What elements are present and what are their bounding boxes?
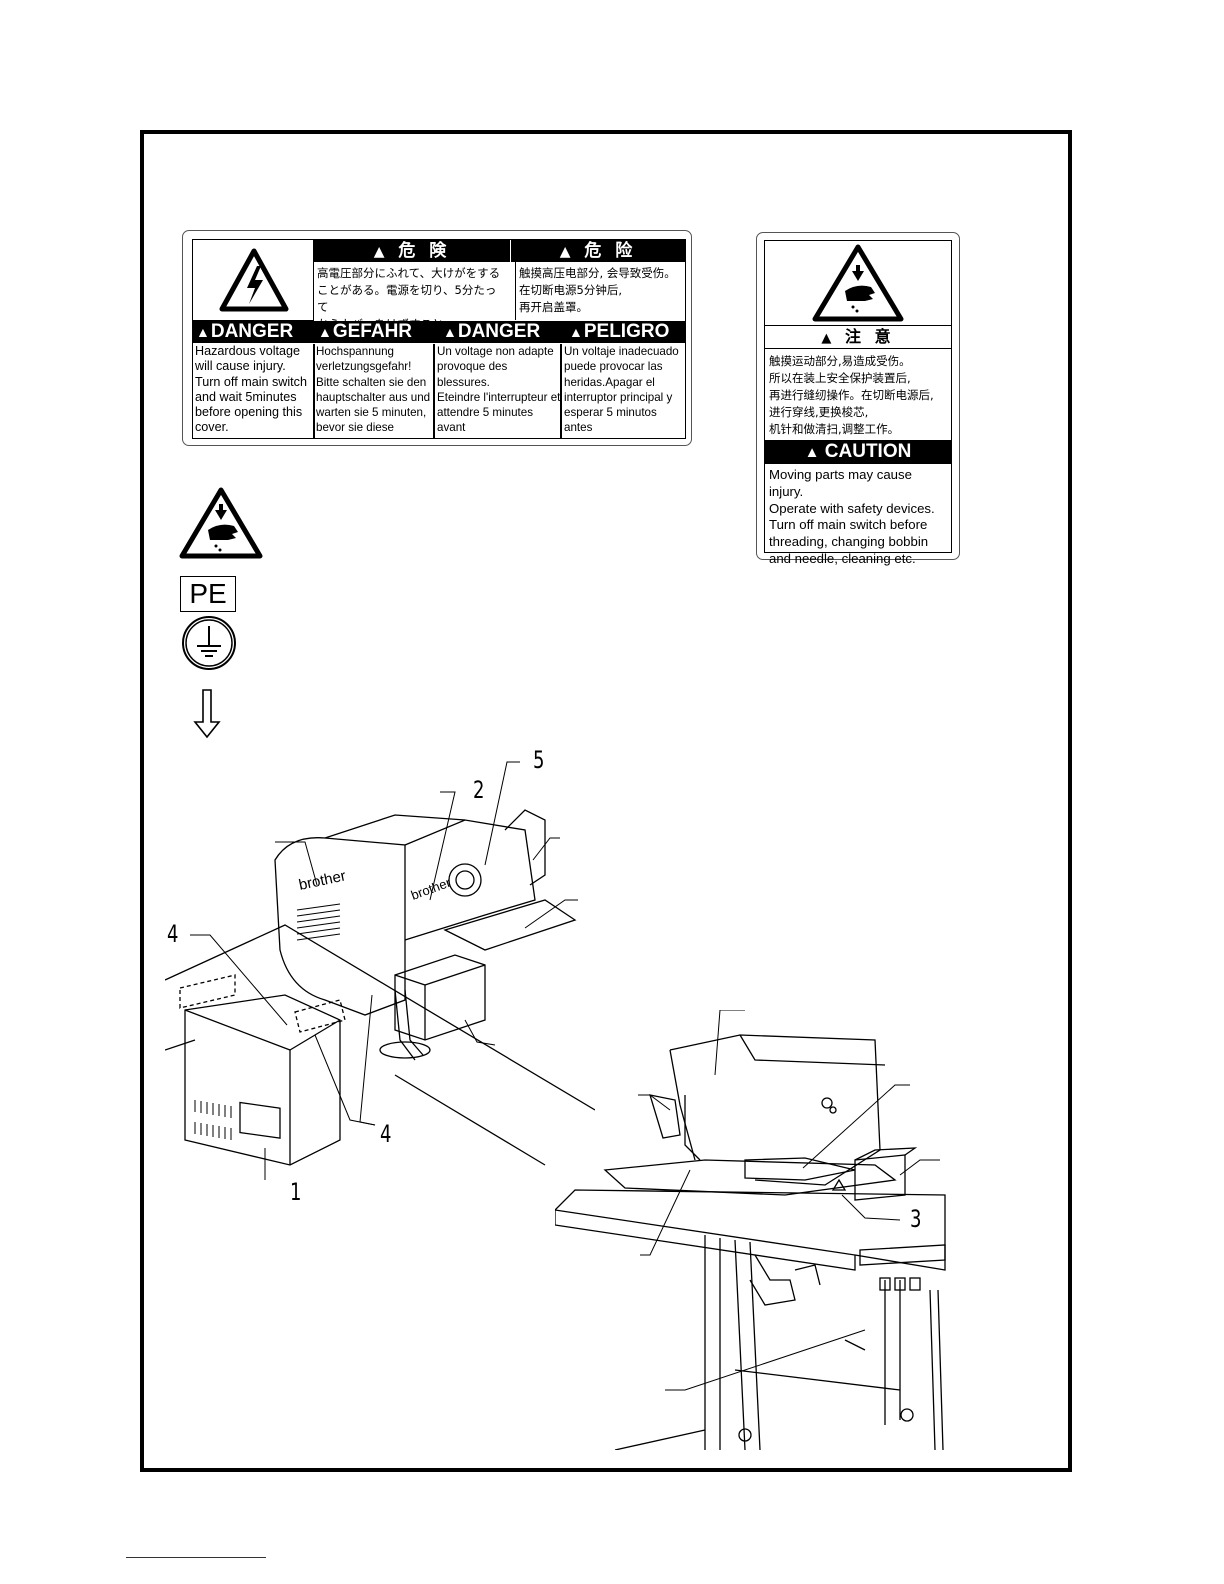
callout-4-left: 4	[167, 920, 179, 948]
callout-5: 5	[533, 746, 545, 774]
page-frame	[140, 130, 1072, 1472]
danger-fr-heading: ▲DANGER	[443, 321, 541, 342]
callout-2: 2	[473, 776, 485, 804]
machine-head-illustration: brother brother	[165, 761, 595, 1180]
danger-en-text: Hazardous voltage will cause injury. Tur…	[195, 344, 307, 435]
pe-symbol: PE	[180, 576, 236, 612]
down-arrow-icon	[193, 689, 221, 739]
danger-es-heading: ▲PELIGRO	[569, 321, 670, 342]
callout-3: 3	[910, 1205, 922, 1233]
callout-4-bottom: 4	[380, 1120, 392, 1148]
danger-cn-text: 触摸高压电部分, 会导致受伤。 在切断电源5分钟后, 再开启盖罩。	[515, 262, 689, 320]
caution-jp-heading: ▲ 注 意	[765, 326, 951, 349]
footer-rule	[126, 1557, 266, 1558]
hand-crush-symbol-icon	[179, 487, 263, 559]
machine-table-illustration	[555, 1010, 946, 1450]
caution-warning-label: ▲ 注 意 触摸运动部分,易造成受伤。 所以在装上安全保护装置后, 再进行缝纫操…	[756, 232, 960, 566]
hand-crush-warning-icon	[765, 241, 951, 326]
caution-cn-text: 触摸运动部分,易造成受伤。 所以在装上安全保护装置后, 再进行缝纫操作。在切断电…	[769, 354, 934, 436]
caution-en-text: Moving parts may cause injury. Operate w…	[769, 467, 935, 566]
danger-warning-label: ▲ 危 険 ▲ 危 险 高電圧部分にふれて、大けがをする ことがある。電源を切り…	[182, 230, 692, 446]
svg-text:brother: brother	[409, 874, 453, 902]
danger-de-text: Hochspannung verletzungsgefahr! Bitte sc…	[316, 345, 431, 438]
high-voltage-warning-icon	[193, 240, 314, 321]
ground-symbol-icon	[182, 616, 236, 670]
danger-de-heading: ▲GEFAHR	[318, 321, 413, 342]
caution-en-heading: ▲ CAUTION	[765, 440, 951, 464]
danger-es-text: Un voltaje inadecuado puede provocar las…	[564, 345, 679, 438]
danger-en-heading: ▲DANGER	[196, 321, 294, 342]
danger-cn-heading: ▲ 危 险	[511, 240, 685, 262]
danger-fr-text: Un voltage non adapte provoque des bless…	[437, 345, 561, 438]
danger-jp-heading: ▲ 危 険	[314, 240, 511, 262]
callout-1: 1	[290, 1178, 302, 1206]
danger-language-headings: ▲DANGER ▲GEFAHR ▲DANGER ▲PELIGRO	[193, 321, 685, 343]
svg-text:brother: brother	[297, 867, 347, 894]
